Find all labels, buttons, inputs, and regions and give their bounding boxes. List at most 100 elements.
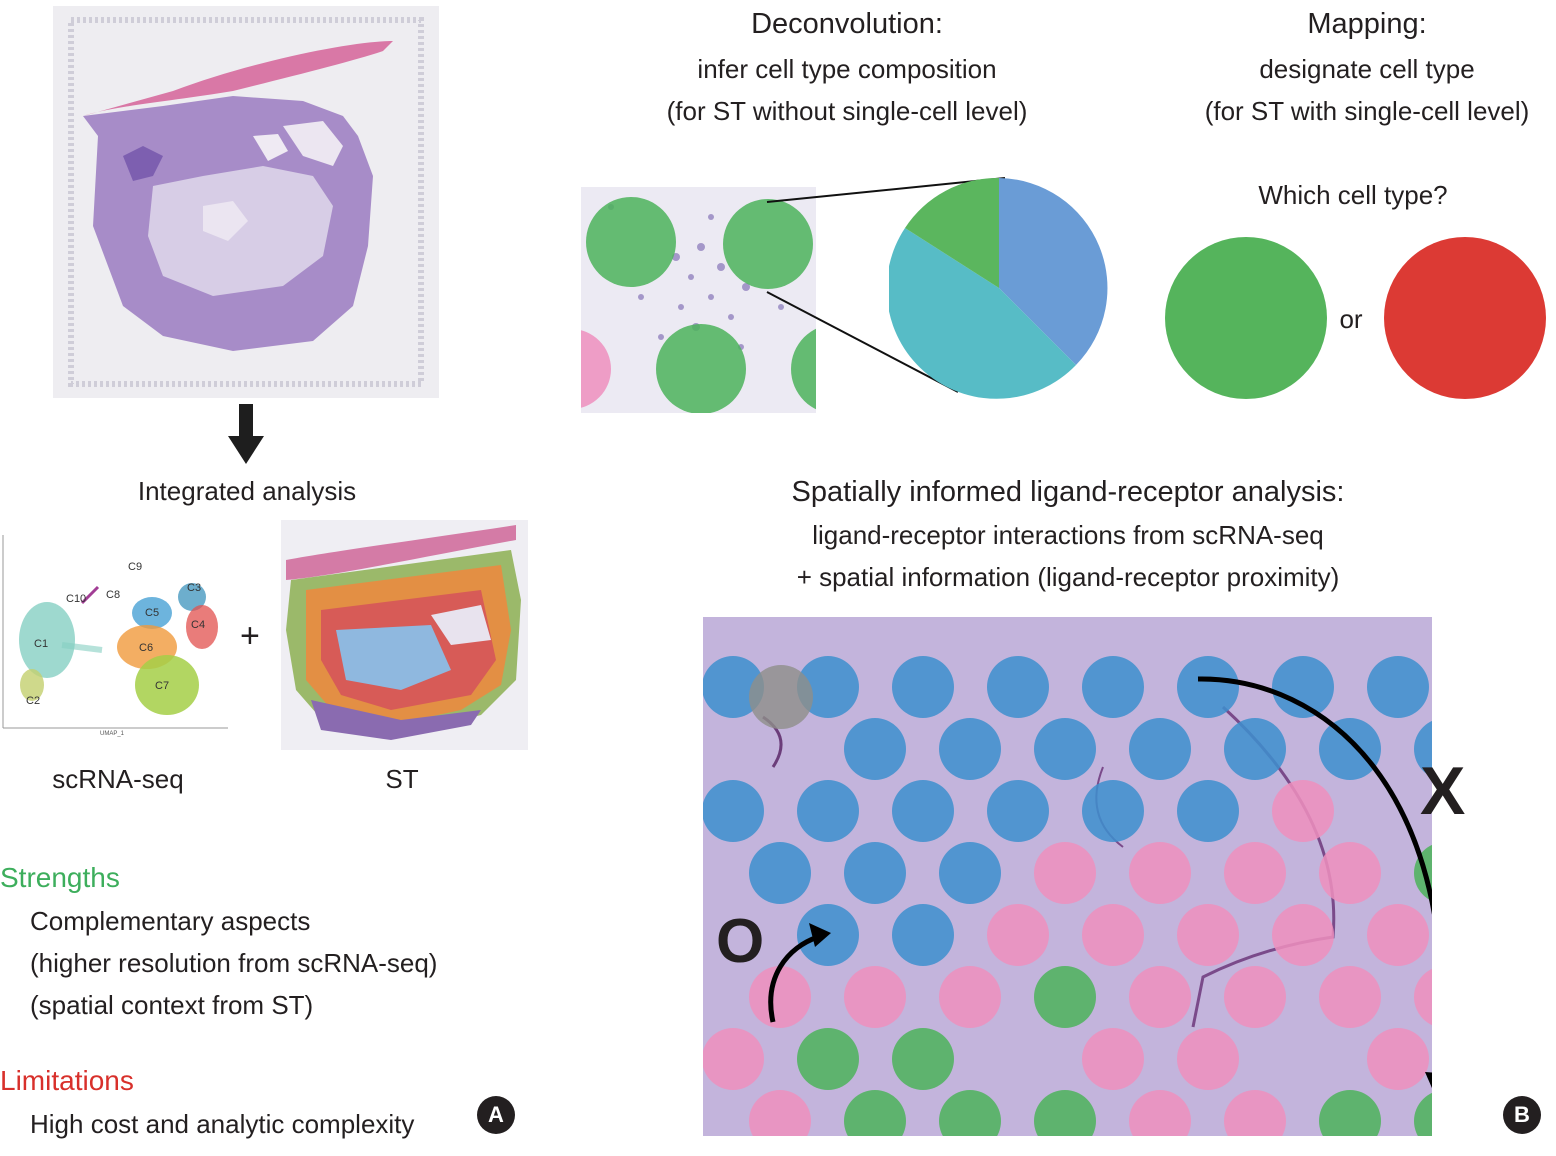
strength-item: (spatial context from ST) <box>30 990 314 1020</box>
tissue-spot <box>1034 966 1096 1028</box>
deconvolution-title: Deconvolution: <box>751 8 943 40</box>
tissue-spot <box>749 665 813 729</box>
tissue-spot <box>987 904 1049 966</box>
cluster-label-c3: C3 <box>187 582 202 594</box>
tissue-spot <box>892 1028 954 1090</box>
tissue-spot <box>749 842 811 904</box>
tissue-spot <box>939 718 1001 780</box>
tissue-spot <box>749 966 811 1028</box>
tissue-spot <box>1129 1090 1191 1136</box>
cluster-label-c5: C5 <box>145 607 160 619</box>
cluster-label-c10: C10 <box>66 593 87 605</box>
tissue-spot <box>1367 656 1429 718</box>
tissue-spot <box>1414 720 1432 778</box>
tissue-spot <box>1082 780 1144 842</box>
tissue-spot <box>1224 966 1286 1028</box>
lr-line2: + spatial information (ligand-receptor p… <box>796 562 1340 592</box>
cluster-label-c4: C4 <box>191 619 206 631</box>
tissue-spot <box>797 1028 859 1090</box>
panel-a-badge: A <box>477 1096 515 1134</box>
disallowed-interaction-mark: X <box>1420 753 1466 829</box>
cluster-label-c2: C2 <box>26 695 41 707</box>
tissue-spot <box>1177 904 1239 966</box>
tissue-spot <box>1414 968 1432 1026</box>
tissue-spot <box>844 1090 906 1136</box>
cluster-label-c9: C9 <box>128 561 143 573</box>
tissue-spot <box>703 656 764 718</box>
tissue-spot <box>749 1090 811 1136</box>
tissue-spot <box>1319 842 1381 904</box>
tissue-spot <box>1034 842 1096 904</box>
cluster-label-c7: C7 <box>155 680 170 692</box>
tissue-spot <box>1319 718 1381 780</box>
cell-composition-pie <box>889 178 1108 399</box>
long-arrow-head <box>1425 1072 1432 1089</box>
tissue-spot <box>844 966 906 1028</box>
tissue-spot <box>1082 656 1144 718</box>
tissue-spot <box>939 1090 1001 1136</box>
tissue-section-image <box>53 6 439 398</box>
deconvolution-line1: infer cell type composition <box>697 54 997 84</box>
tissue-spot <box>892 780 954 842</box>
mapping-green-spot <box>1165 237 1327 399</box>
strength-item: Complementary aspects <box>30 906 311 936</box>
tissue-spot <box>1272 904 1334 966</box>
mapping-or-label: or <box>1339 304 1363 334</box>
deconvolution-line2: (for ST without single-cell level) <box>666 96 1028 126</box>
tissue-spot <box>703 780 764 842</box>
lr-title: Spatially informed ligand-receptor analy… <box>791 476 1345 508</box>
tissue-spot <box>1129 966 1191 1028</box>
tissue-spot <box>1224 1090 1286 1136</box>
tissue-spot <box>1129 718 1191 780</box>
mapping-line2: (for ST with single-cell level) <box>1204 96 1530 126</box>
scrna-seq-label: scRNA-seq <box>52 764 184 794</box>
tissue-spot <box>939 966 1001 1028</box>
cluster-label-c8: C8 <box>106 589 121 601</box>
tissue-spot <box>892 656 954 718</box>
tissue-spot <box>892 904 954 966</box>
cluster-label-c6: C6 <box>139 642 154 654</box>
tissue-spot <box>1272 656 1334 718</box>
tissue-spot <box>1034 1090 1096 1136</box>
tissue-spot <box>1034 718 1096 780</box>
mapping-red-spot <box>1384 237 1546 399</box>
integrated-analysis-label: Integrated analysis <box>137 476 357 506</box>
zoom-lines <box>766 177 1006 393</box>
limitations-heading: Limitations <box>0 1065 134 1096</box>
st-spot-image <box>281 520 528 750</box>
tissue-spot <box>1177 780 1239 842</box>
limitation-item: High cost and analytic complexity <box>30 1109 415 1139</box>
long-interaction-arrow <box>1197 676 1432 916</box>
tissue-spot <box>987 780 1049 842</box>
tissue-spot <box>844 718 906 780</box>
tissue-spot <box>987 656 1049 718</box>
tissue-spot <box>1367 904 1429 966</box>
panel-b-badge: B <box>1503 1096 1541 1134</box>
tissue-spot <box>1319 1090 1381 1136</box>
tissue-spot <box>1367 1028 1429 1090</box>
tissue-spot <box>1224 718 1286 780</box>
down-arrow-icon <box>228 404 264 464</box>
mapping-line1: designate cell type <box>1259 54 1475 84</box>
tissue-spot <box>1177 656 1239 718</box>
strengths-heading: Strengths <box>0 862 120 893</box>
tissue-spot <box>1224 842 1286 904</box>
tissue-spot <box>1129 842 1191 904</box>
lr-line1: ligand-receptor interactions from scRNA-… <box>812 520 1324 550</box>
tissue-spot <box>1272 780 1334 842</box>
deconvolution-spot-image <box>581 187 816 413</box>
cluster-label-c1: C1 <box>34 638 49 650</box>
allowed-interaction-mark: O <box>716 907 765 976</box>
tissue-spot <box>1082 904 1144 966</box>
strength-item: (higher resolution from scRNA-seq) <box>30 948 438 978</box>
short-interaction-arrow <box>768 934 819 1023</box>
mapping-question: Which cell type? <box>1258 180 1448 210</box>
ligand-receptor-spot-grid <box>703 617 1432 1136</box>
umap-axis-label: UMAP_1 <box>100 731 125 737</box>
pie-slice-blue <box>999 178 1108 365</box>
tissue-spot <box>1414 1092 1432 1136</box>
short-arrow-head <box>809 923 831 947</box>
tissue-spot <box>939 842 1001 904</box>
tissue-spot <box>844 842 906 904</box>
tissue-spot <box>1177 1028 1239 1090</box>
